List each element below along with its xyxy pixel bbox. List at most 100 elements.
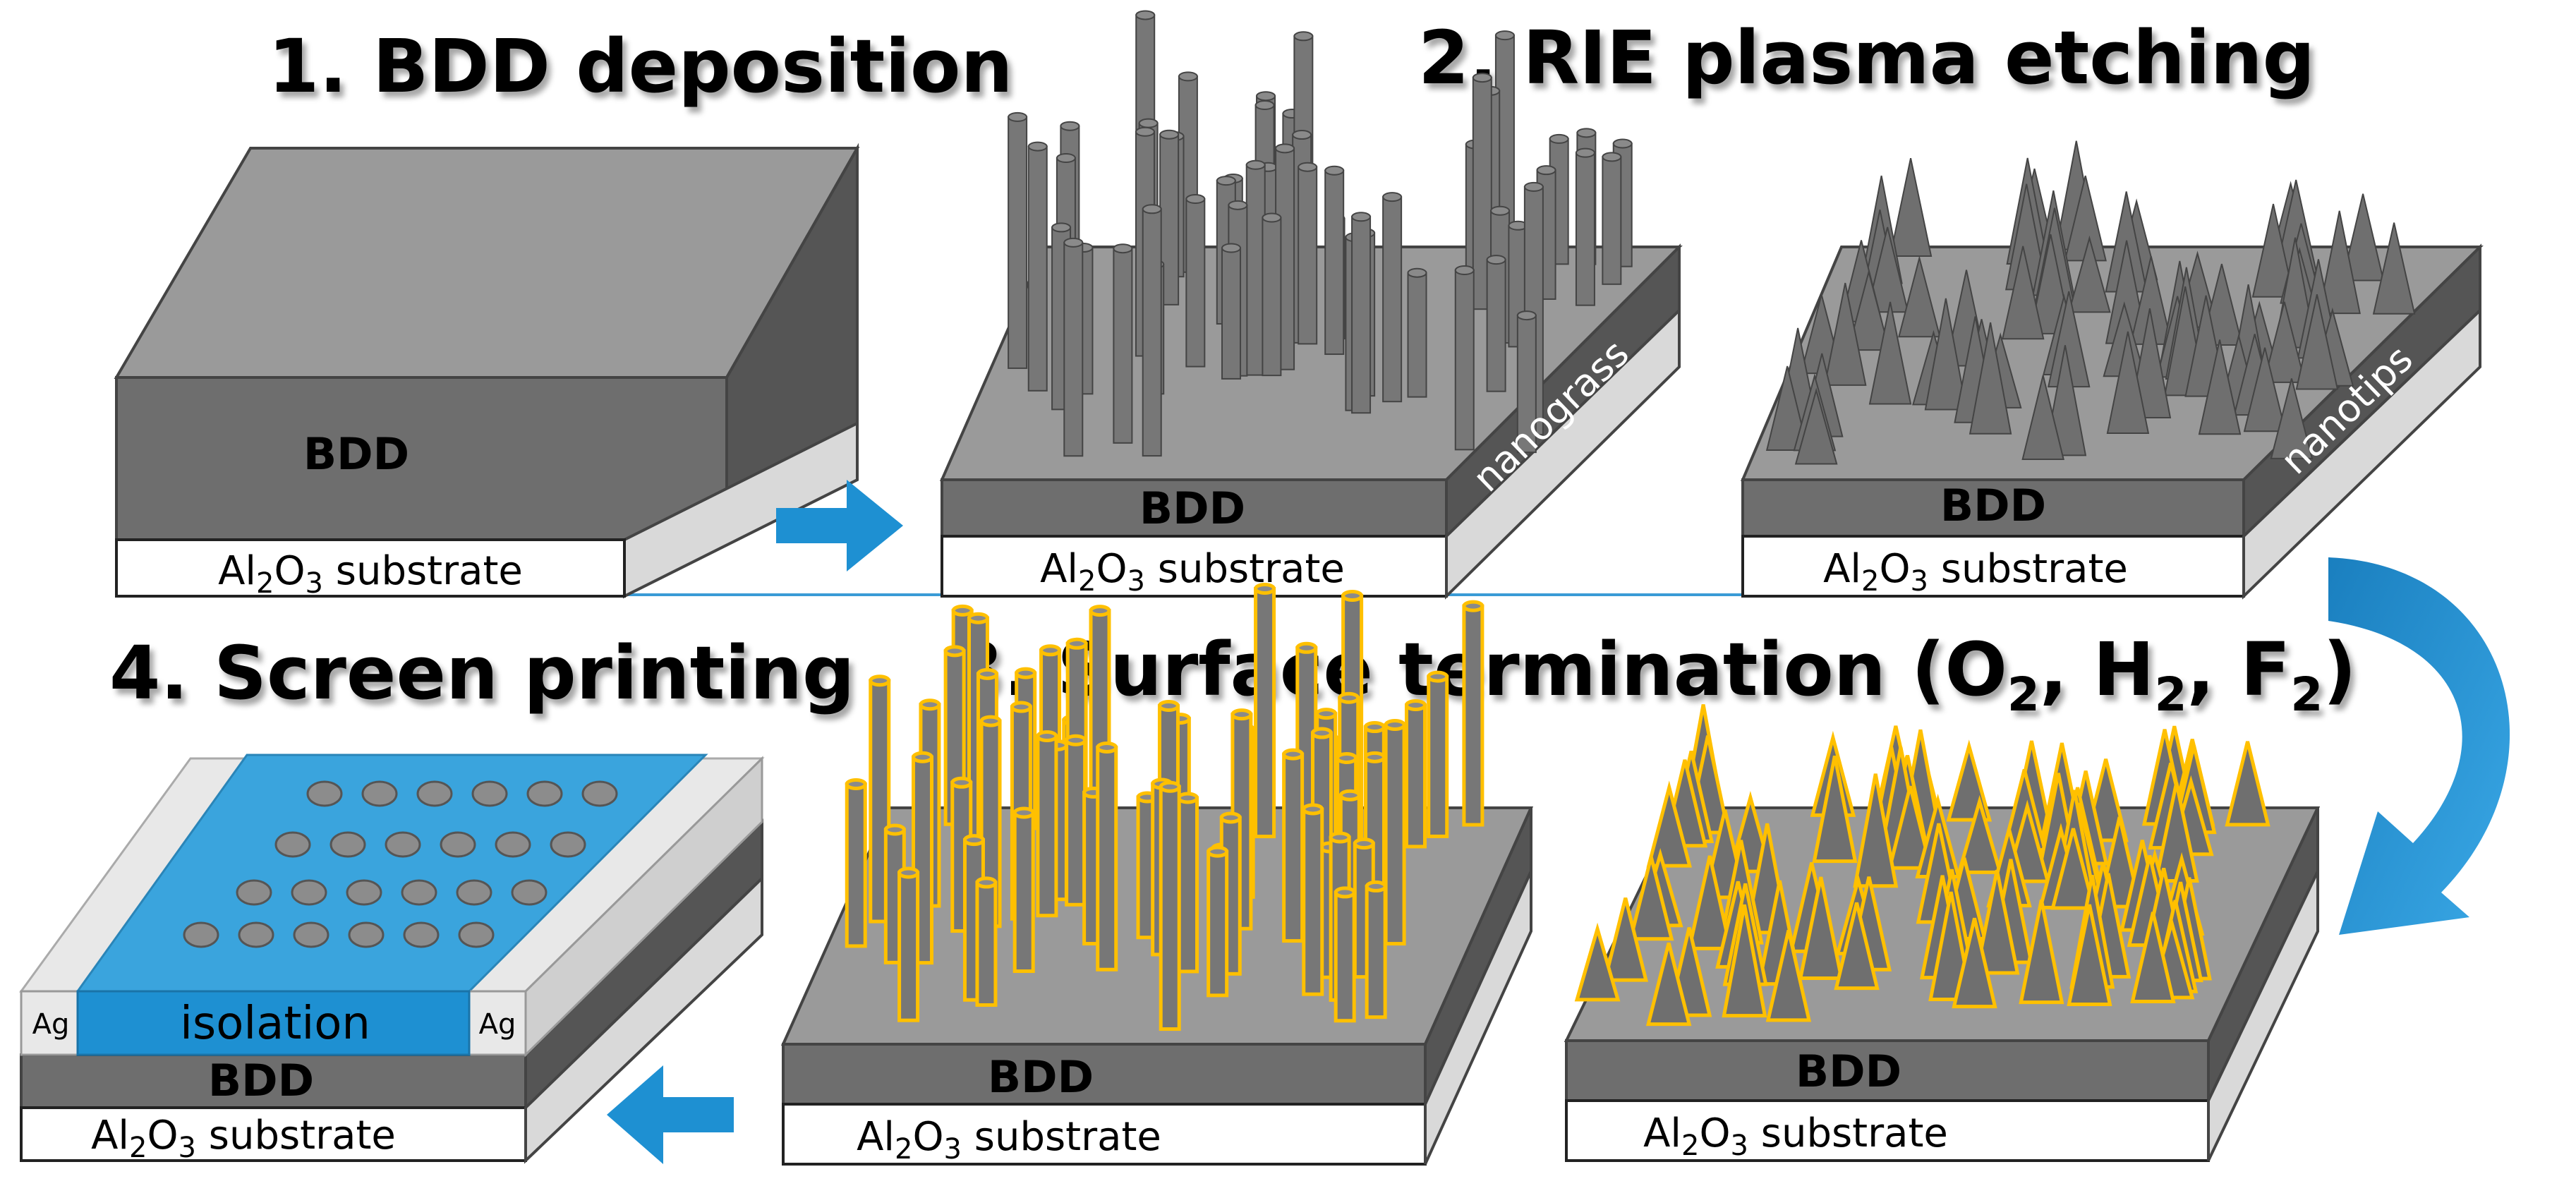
- nanopillar: [1012, 806, 1035, 974]
- nanotip: [1889, 157, 1933, 258]
- nanopillar: [1324, 165, 1345, 356]
- nanotip: [1798, 876, 1844, 981]
- nanotips-cones: [1765, 140, 2416, 465]
- nanopillar: [1575, 147, 1595, 306]
- nanotip: [2243, 347, 2287, 432]
- nanopillar: [1262, 212, 1282, 377]
- nanotip: [1646, 780, 1692, 868]
- nanotip: [2341, 193, 2385, 282]
- nanopillar: [1254, 583, 1276, 839]
- nanotip: [1812, 755, 1858, 864]
- nanotip: [1765, 930, 1812, 1022]
- bdd-label: BDD: [208, 1055, 314, 1106]
- nanopillar: [1221, 243, 1242, 380]
- nanotip: [2130, 912, 2176, 1003]
- right-arrow-icon: [776, 480, 903, 571]
- nanopillar: [1113, 243, 1133, 444]
- nanotip: [1628, 856, 1674, 941]
- block-screen-printing: Ag Ag isolation BDD Al2O3 substrate: [19, 754, 765, 1164]
- nanopillar: [1298, 162, 1318, 345]
- screen-print-dot: [401, 879, 437, 906]
- screen-print-dot: [440, 831, 476, 858]
- nanotip: [1853, 773, 1899, 888]
- nanotip: [2068, 235, 2111, 313]
- nanopillar: [1382, 192, 1403, 403]
- screen-print-dot: [471, 780, 508, 807]
- left-arrow-icon: [607, 1065, 734, 1164]
- nanopillar: [1302, 803, 1324, 996]
- nanotip: [1969, 322, 2012, 435]
- nanotip: [2372, 222, 2416, 315]
- nanopillar: [975, 876, 998, 1007]
- nanopillar: [1282, 748, 1305, 943]
- nanotip: [1834, 902, 1880, 991]
- screen-print-dot: [293, 921, 329, 948]
- nanopillar: [1454, 265, 1475, 451]
- screen-print-dot: [183, 921, 219, 948]
- screen-print-dot: [346, 879, 382, 906]
- nanograss-pillars: [1008, 10, 1633, 457]
- nanotip: [2067, 904, 2112, 1006]
- nanotip: [1868, 301, 1912, 405]
- nanotip: [2251, 203, 2295, 298]
- nanopillar: [1036, 730, 1058, 918]
- block-nanotips: BDD Al2O3 substrate nanotips: [1740, 140, 2484, 600]
- nanotip: [2198, 339, 2242, 435]
- block-terminated-nanograss: BDD Al2O3 substrate: [780, 583, 1534, 1166]
- bdd-label: BDD: [1796, 1046, 1901, 1097]
- nanotip: [1645, 942, 1692, 1027]
- nanotip: [2225, 741, 2270, 827]
- nanotip: [1687, 855, 1733, 950]
- screen-print-dot: [511, 879, 548, 906]
- nanopillar: [897, 866, 920, 1022]
- screen-print-dot: [348, 921, 385, 948]
- nanopillar: [1404, 699, 1427, 849]
- nanopillar: [1365, 880, 1387, 1019]
- nanotip: [1574, 922, 1621, 1002]
- nanotip: [2263, 301, 2306, 383]
- nanopillar: [1516, 310, 1537, 454]
- screen-print-dot: [238, 921, 274, 948]
- screen-print-dot: [329, 831, 366, 858]
- nanopillar: [1427, 670, 1449, 838]
- nanotip: [2001, 246, 2045, 340]
- terminated-nanograss-pillars: [845, 583, 1484, 1031]
- screen-print-dot: [361, 780, 398, 807]
- ag-label-right: Ag: [479, 1008, 516, 1041]
- substrate-label: Al2O3 substrate: [1823, 546, 2128, 598]
- nanotip: [2019, 900, 2064, 1005]
- nanopillar: [1063, 237, 1084, 457]
- isolation-layer: [76, 990, 471, 1056]
- substrate-label: Al2O3 substrate: [1643, 1111, 1948, 1162]
- nanotip: [1974, 869, 2020, 975]
- nanopillar: [1008, 111, 1028, 369]
- nanotip: [2021, 375, 2064, 461]
- title-step-4: 4. Screen printing: [109, 630, 855, 716]
- screen-print-dot: [416, 780, 453, 807]
- nanotip: [1722, 904, 1767, 1018]
- block-terminated-nanotips: BDD Al2O3 substrate: [1564, 704, 2321, 1162]
- screen-print-dot: [274, 831, 311, 858]
- nanopillar: [1159, 129, 1180, 305]
- nanotip: [1602, 897, 1649, 982]
- nanotip: [1924, 298, 1968, 411]
- screen-print-dot: [581, 780, 618, 807]
- screen-print-dot: [291, 879, 327, 906]
- substrate-label: Al2O3 substrate: [91, 1113, 396, 1164]
- ag-label-left: Ag: [32, 1008, 70, 1041]
- nanotip: [1898, 255, 1941, 338]
- substrate-label: Al2O3 substrate: [1040, 546, 1345, 598]
- screen-print-dot: [550, 831, 586, 858]
- nanotip: [1794, 387, 1838, 465]
- nanopillar: [1159, 780, 1181, 1031]
- nanopillar: [1351, 212, 1372, 414]
- title-step-2: 2. RIE plasma etching: [1418, 15, 2315, 101]
- nanotip: [1887, 785, 1933, 870]
- screen-print-dot: [403, 921, 440, 948]
- nanopillar: [1462, 600, 1484, 827]
- curved-arrow-icon: [2328, 557, 2510, 935]
- nanotip: [1957, 794, 2002, 874]
- nanopillar: [1407, 267, 1427, 398]
- nanopillar: [1486, 255, 1506, 392]
- nanopillar: [1602, 152, 1622, 285]
